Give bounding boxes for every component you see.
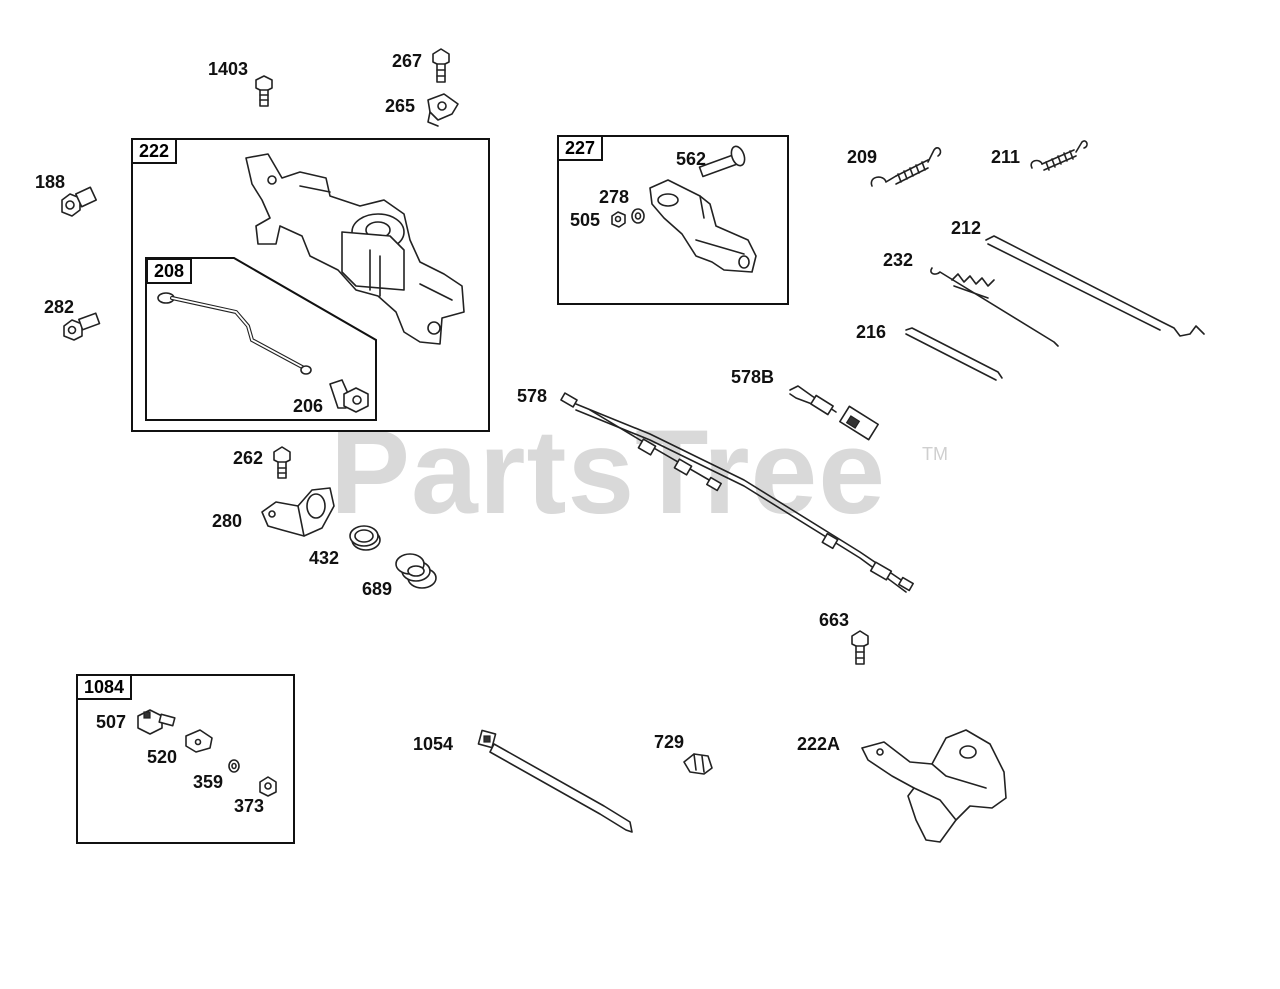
link-rod-208-icon [157,292,312,375]
part-label-432[interactable]: 432 [309,548,340,568]
rod-216-icon [905,327,1003,381]
clip-729-icon [683,753,713,775]
washer-278-icon [631,208,645,224]
assembly-tag-227: 227 [557,135,604,161]
screw-188-icon [61,186,98,217]
watermark-logo: PartsTree [330,405,887,539]
part-label-520[interactable]: 520 [147,747,178,767]
part-label-209[interactable]: 209 [847,147,878,167]
part-label-222A[interactable]: 222A [797,734,841,754]
part-label-689[interactable]: 689 [362,579,393,599]
bolt-1403-icon [255,75,273,107]
rod-212-icon [985,235,1205,337]
part-label-663[interactable]: 663 [819,610,850,630]
part-label-1054[interactable]: 1054 [413,734,454,754]
part-label-232[interactable]: 232 [883,250,914,270]
part-label-359[interactable]: 359 [193,772,224,792]
part-label-729[interactable]: 729 [654,732,685,752]
part-label-562[interactable]: 562 [676,149,707,169]
connector-578B-icon [789,385,879,441]
spring-rod-232-icon [930,267,1059,347]
clip-265-icon [427,93,459,127]
part-label-206[interactable]: 206 [293,396,324,416]
lever-227-icon [649,179,757,273]
part-label-505[interactable]: 505 [570,210,601,230]
assembly-box-222[interactable]: 222 [131,138,490,432]
assembly-tag-1084: 1084 [76,674,133,700]
bolt-262-icon [273,446,291,479]
part-label-507[interactable]: 507 [96,712,127,732]
assembly-tag-222: 222 [131,138,178,164]
bushing-432-icon [349,525,381,551]
bolt-663-icon [851,630,869,665]
part-label-216[interactable]: 216 [856,322,887,342]
watermark-trademark: TM [922,444,948,464]
assembly-box-1084[interactable]: 1084 [76,674,295,844]
wire-harness-578-icon [560,392,914,593]
bolt-267-icon [432,48,450,83]
part-label-265[interactable]: 265 [385,96,416,116]
assembly-tag-208: 208 [146,258,193,284]
part-label-280[interactable]: 280 [212,511,243,531]
part-label-267[interactable]: 267 [392,51,423,71]
screw-282-icon [63,312,101,341]
part-label-282[interactable]: 282 [44,297,75,317]
spring-211-icon [1030,140,1088,171]
knob-206-icon [329,379,369,413]
nut-373-icon [259,776,277,797]
part-label-278[interactable]: 278 [599,187,630,207]
part-label-211[interactable]: 211 [991,147,1021,167]
throttle-bracket-222-icon [245,153,465,345]
nut-505-icon [611,211,626,228]
part-label-188[interactable]: 188 [35,172,66,192]
washer-359-icon [228,759,240,773]
switch-507-icon [137,709,176,735]
bracket-280-icon [261,487,335,537]
part-label-262[interactable]: 262 [233,448,264,468]
spring-689-icon [395,553,437,589]
part-label-373[interactable]: 373 [234,796,265,816]
assembly-box-227[interactable]: 227 [557,135,789,305]
spring-209-icon [870,147,942,187]
cable-tie-1054-icon [477,729,633,833]
part-label-212[interactable]: 212 [951,218,982,238]
part-label-578[interactable]: 578 [517,386,548,406]
bracket-520-icon [185,729,213,753]
pin-562-icon [698,145,746,178]
part-label-578B[interactable]: 578B [731,367,775,387]
assembly-box-208 [145,257,377,421]
bracket-222A-icon [861,729,1007,843]
part-label-1403[interactable]: 1403 [208,59,249,79]
